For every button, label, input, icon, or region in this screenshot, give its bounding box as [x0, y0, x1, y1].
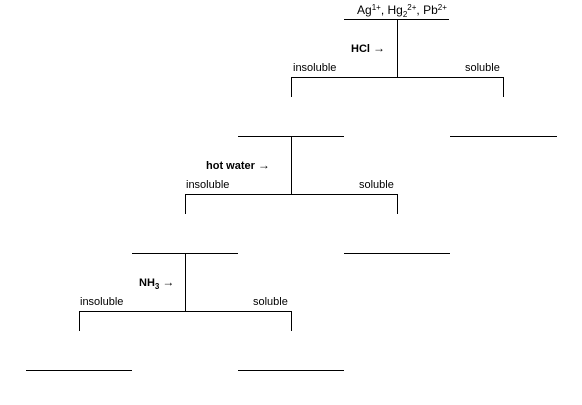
mercury-ion: Hg22+: [387, 3, 417, 19]
arrow-right-icon: →: [257, 158, 270, 172]
step2-insoluble-label: insoluble: [186, 179, 230, 191]
step3-reagent: NH3→: [139, 275, 175, 292]
step3-insoluble-label: insoluble: [80, 296, 124, 308]
step1-reagent: HCl→: [351, 41, 385, 56]
arrow-right-icon: →: [162, 275, 175, 289]
silver-ion: Ag1+: [357, 3, 381, 17]
step1-soluble-label: soluble: [465, 62, 500, 74]
cation-list: Ag1+, Hg22+, Pb2+: [357, 3, 447, 19]
step3-soluble-label: soluble: [253, 296, 288, 308]
step1-insoluble-label: insoluble: [293, 62, 337, 74]
lead-ion: Pb2+: [423, 3, 447, 17]
arrow-right-icon: →: [372, 41, 385, 55]
step2-soluble-label: soluble: [359, 179, 394, 191]
step2-reagent: hot water→: [206, 158, 270, 173]
